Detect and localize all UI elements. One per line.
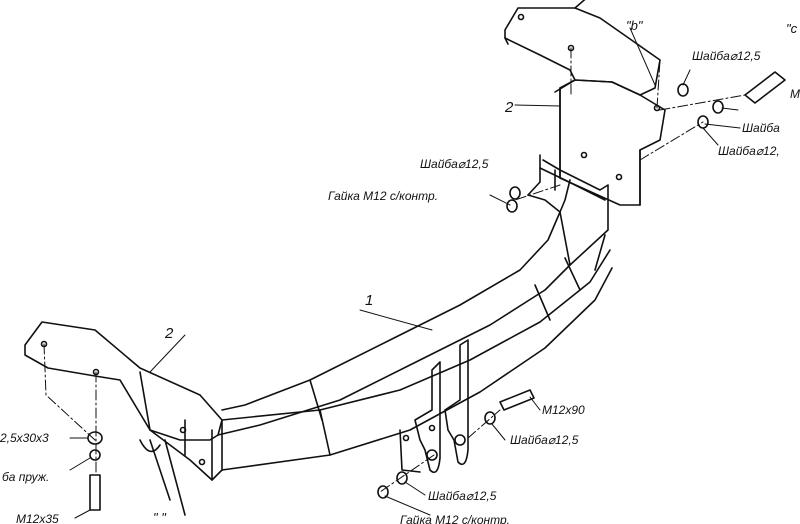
labels: 1 2 2 "b" "c " " Шайба⌀12,5 M Шайба Шайб… [0, 18, 800, 524]
fasteners [87, 71, 786, 511]
hitch-plates [399, 339, 469, 474]
label-washer-left-big: 2,5x30x3 [0, 431, 49, 445]
part-number-2-left: 2 [164, 325, 174, 342]
label-nut-center: Гайка M12 с/контр. [328, 189, 438, 203]
centre-lines [43, 47, 746, 493]
left-bracket [24, 321, 223, 516]
leader-lines [69, 27, 741, 519]
label-washer-lower-right: Шайба⌀12,5 [510, 433, 579, 447]
main-beam [217, 154, 613, 471]
part-number-2-top: 2 [504, 99, 514, 116]
label-bolt-left: M12x35 [16, 512, 59, 524]
top-bracket [504, 0, 666, 206]
part-number-1: 1 [365, 292, 373, 309]
label-washer-right-2: Шайба⌀12, [718, 144, 780, 158]
label-washer-bottom: Шайба⌀12,5 [428, 489, 497, 503]
label-washer-left-spring: ба пруж. [2, 470, 49, 484]
label-washer-center: Шайба⌀12,5 [420, 157, 489, 171]
label-nut-bottom: Гайка M12 с/контр. [400, 513, 510, 524]
label-m-top-right: M [790, 87, 800, 101]
view-mark-c: "c [786, 21, 798, 36]
view-mark-a: " " [153, 510, 167, 524]
view-mark-b: "b" [626, 18, 644, 33]
label-bolt-m12x90: M12x90 [542, 403, 585, 417]
label-washer-right: Шайба [742, 121, 780, 135]
label-washer-top-right: Шайба⌀12,5 [692, 49, 761, 63]
